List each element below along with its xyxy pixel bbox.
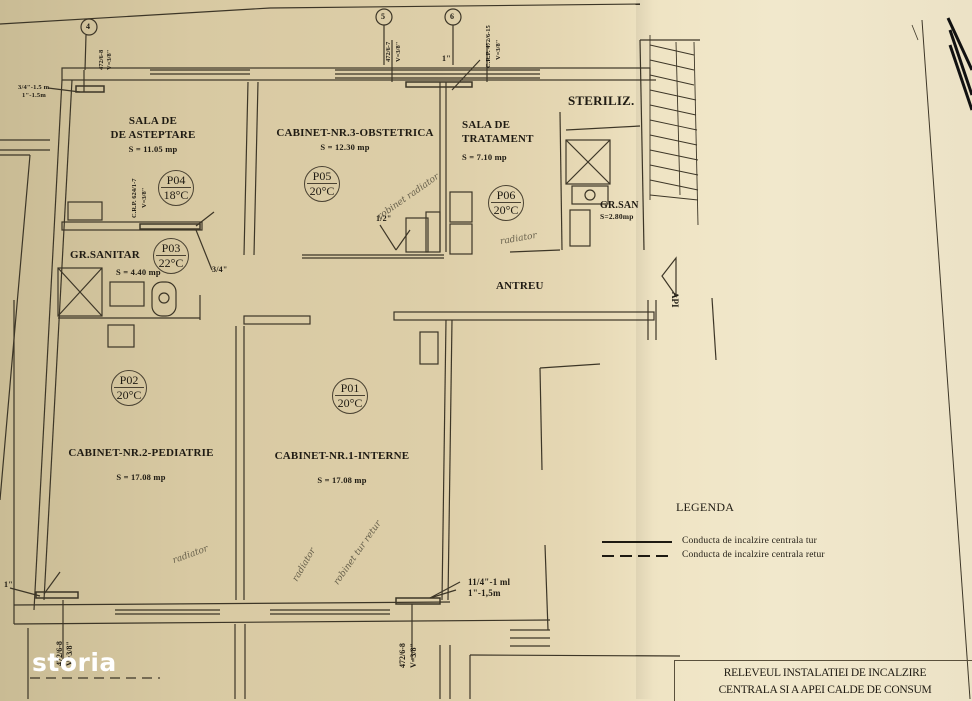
riser-annotation: V=3/8" bbox=[395, 41, 402, 62]
riser-annotation: V=3/8" bbox=[106, 49, 113, 70]
room-id: P05 bbox=[312, 169, 332, 183]
title-line-2: CENTRALA SI A APEI CALDE DE CONSUM bbox=[718, 684, 932, 696]
title-line-1: RELEVEUL INSTALATIEI DE INCALZIRE bbox=[723, 667, 927, 679]
room-name: SALA DE bbox=[128, 115, 178, 127]
riser-annotation: 472/6-7 bbox=[385, 41, 392, 62]
room-name-2: TRATAMENT bbox=[462, 133, 534, 145]
room-id: P03 bbox=[161, 241, 181, 255]
room-area-p03: S = 4.40 mp bbox=[116, 267, 161, 277]
room-id: P02 bbox=[119, 373, 139, 387]
legend-item-solid: Conducta de incalzire centrala tur bbox=[682, 536, 817, 546]
pipe-annotation: 3/4" bbox=[212, 265, 228, 274]
legend-item-dashed: Conducta de incalzire centrala retur bbox=[682, 550, 825, 560]
pipe-annotation: 1" bbox=[4, 580, 13, 589]
room-temp: 20°C bbox=[491, 202, 521, 217]
pipe-annotation: 1" bbox=[442, 54, 451, 63]
label-gr-san: GR.SAN bbox=[600, 200, 639, 211]
room-label-p02: CABINET-NR.2-PEDIATRIE S = 17.08 mp bbox=[56, 446, 226, 484]
riser-annotation: V=3/8" bbox=[141, 187, 148, 208]
room-area: S = 17.08 mp bbox=[317, 475, 367, 485]
room-area: S = 7.10 mp bbox=[462, 152, 507, 162]
room-label-p05: CABINET-NR.3-OBSTETRICA S = 12.30 mp bbox=[270, 126, 440, 154]
pipe-annotation: 11/4"-1 ml bbox=[468, 577, 511, 587]
pipe-annotation: 3/4"-1.5 m bbox=[18, 84, 50, 91]
room-id: P04 bbox=[166, 173, 186, 187]
riser-annotation: 472/6-8 bbox=[98, 49, 105, 70]
room-area: S = 17.08 mp bbox=[116, 472, 166, 482]
riser-annotation: V=3/8" bbox=[409, 643, 418, 668]
axis-label-6: 6 bbox=[450, 12, 455, 21]
label-gr-san-area: S=2.80mp bbox=[600, 212, 634, 221]
axis-label-4: 4 bbox=[86, 22, 91, 31]
room-id: P06 bbox=[496, 188, 516, 202]
legend-title: LEGENDA bbox=[676, 500, 735, 514]
riser-annotation: 472/6-8 bbox=[398, 643, 407, 668]
pipe-annotation: 1"-1.5m bbox=[22, 92, 46, 99]
pipe-annotation: 1/2" bbox=[376, 214, 392, 223]
label-antreu: ANTREU bbox=[496, 280, 544, 292]
room-area: S = 12.30 mp bbox=[320, 142, 370, 152]
room-label-p04: SALA DE DE ASTEPTARE S = 11.05 mp bbox=[98, 114, 208, 156]
room-label-p01: CABINET-NR.1-INTERNE S = 17.08 mp bbox=[262, 449, 422, 487]
axis-label-5: 5 bbox=[381, 12, 386, 21]
room-name: GR.SANITAR bbox=[70, 249, 140, 261]
room-label-p06: SALA DE TRATAMENT S = 7.10 mp bbox=[462, 118, 534, 164]
room-temp: 20°C bbox=[307, 183, 337, 198]
label-api: API bbox=[670, 292, 680, 308]
room-name: CABINET-NR.3-OBSTETRICA bbox=[276, 127, 434, 139]
room-label-p03: GR.SANITAR bbox=[70, 248, 140, 262]
room-id: P01 bbox=[340, 381, 360, 395]
room-temp: 20°C bbox=[114, 387, 144, 402]
riser-annotation: C.R.P. 472/6-15 bbox=[485, 25, 492, 68]
room-name: CABINET-NR.2-PEDIATRIE bbox=[68, 447, 214, 459]
pipe-annotation: 1"-1,5m bbox=[468, 588, 501, 598]
room-temp: 20°C bbox=[335, 395, 365, 410]
title-block: RELEVEUL INSTALATIEI DE INCALZIRE CENTRA… bbox=[674, 660, 972, 701]
room-name: SALA DE bbox=[462, 119, 511, 131]
label-steriliz: STERILIZ. bbox=[568, 93, 635, 108]
riser-annotation: V=3/8" bbox=[495, 39, 502, 60]
room-name-2: DE ASTEPTARE bbox=[110, 129, 196, 141]
room-temp: 18°C bbox=[161, 187, 191, 202]
riser-annotation: C.R.P. 624/1-7 bbox=[131, 178, 138, 218]
storia-watermark: storia bbox=[32, 648, 117, 677]
room-area: S = 11.05 mp bbox=[128, 144, 178, 154]
room-name: CABINET-NR.1-INTERNE bbox=[274, 450, 410, 462]
page-fold-shadow bbox=[636, 0, 654, 699]
room-temp: 22°C bbox=[156, 255, 186, 270]
